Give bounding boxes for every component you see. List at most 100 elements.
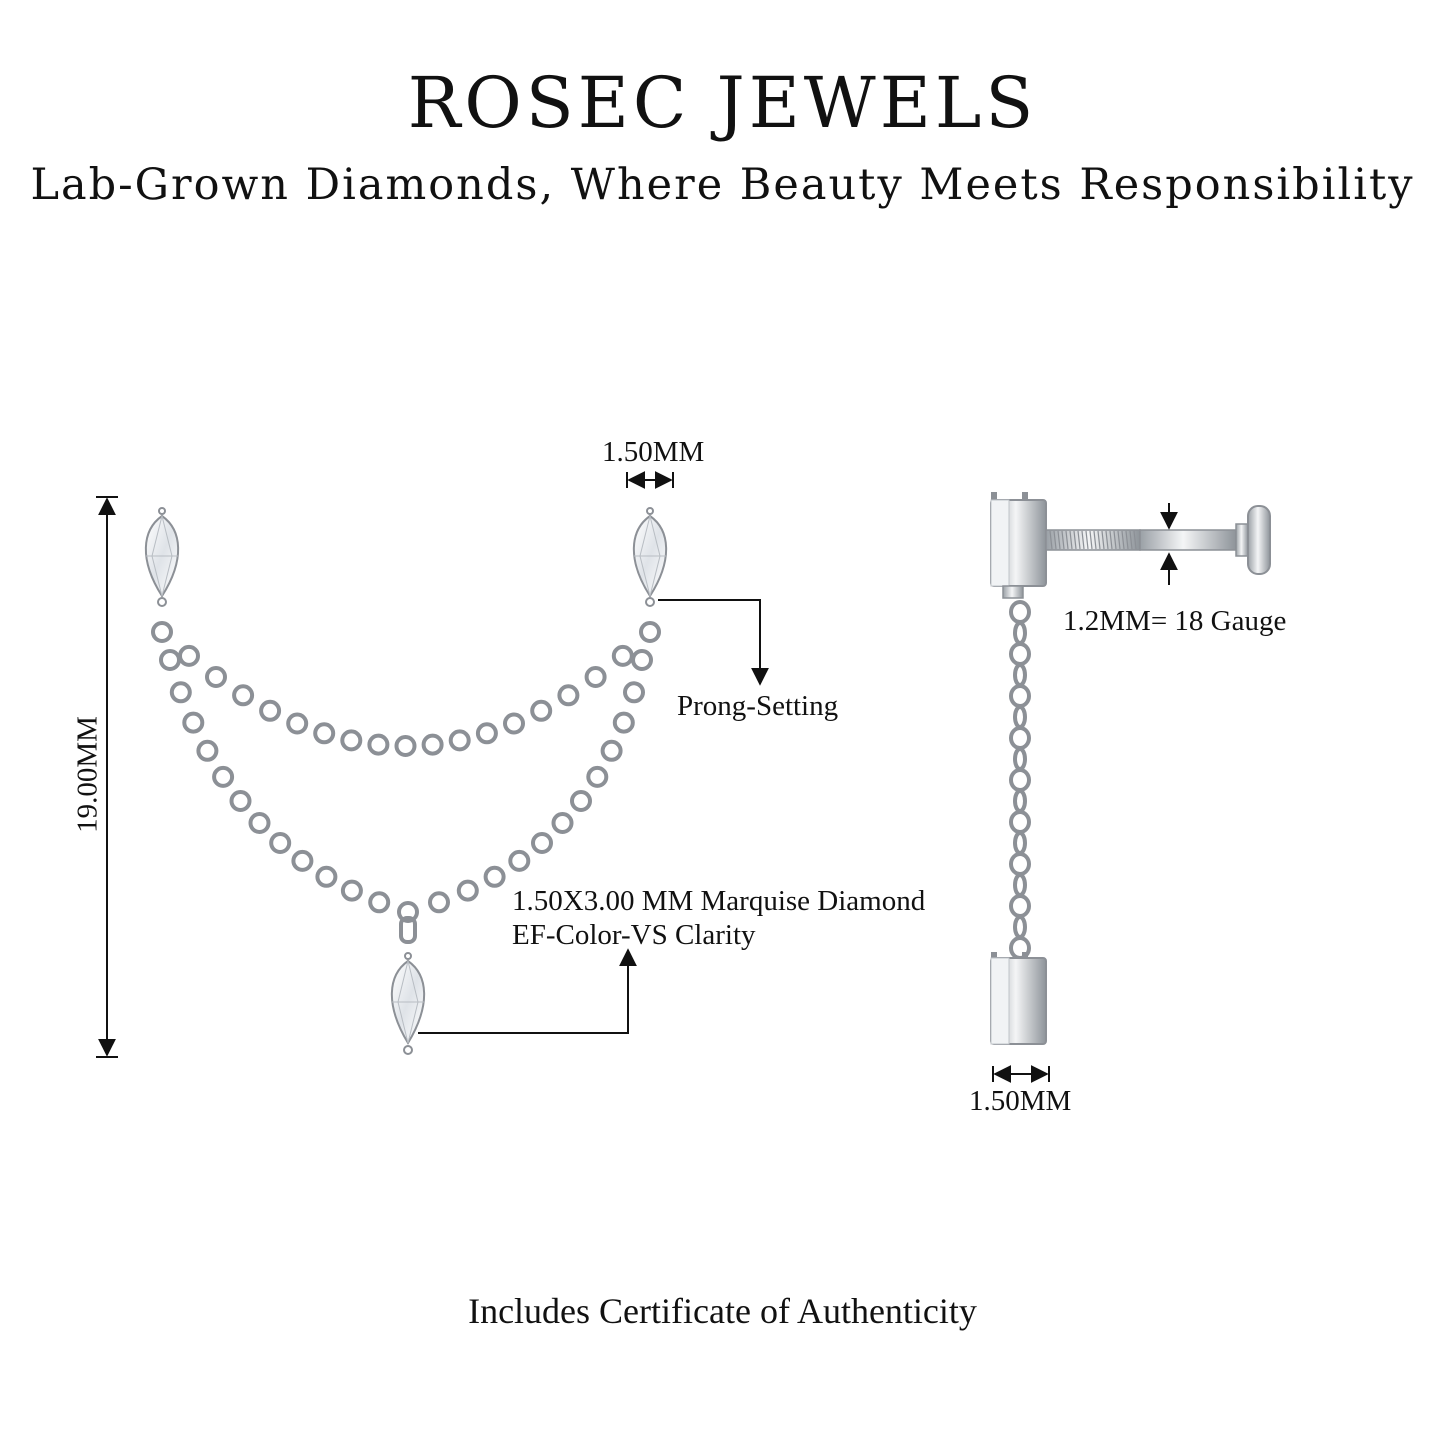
side-chain-link [1009, 642, 1031, 666]
thread-mark [1105, 530, 1109, 550]
chain-link [313, 722, 336, 745]
chain-link [196, 739, 219, 762]
chain-link [531, 832, 553, 854]
chain-link [611, 644, 634, 667]
chain-link [259, 699, 282, 722]
chain-link [631, 649, 653, 671]
side-chain-link [1009, 810, 1031, 834]
chain-link [159, 649, 181, 671]
chain-link [212, 765, 235, 788]
side-chain-link [1013, 705, 1027, 729]
thread-mark [1109, 530, 1113, 550]
chain-link [456, 879, 479, 902]
thread-mark [1133, 530, 1137, 550]
chain-link [269, 832, 292, 854]
chain-link [503, 712, 525, 735]
side-chain-link [1009, 894, 1031, 918]
pendant-marquise-diamond [390, 916, 426, 1055]
right-marquise-diamond [632, 507, 668, 607]
chain-link [639, 621, 661, 643]
side-chain-link [1013, 831, 1027, 855]
thread-mark [1077, 530, 1081, 550]
chain-link [483, 865, 506, 888]
chain-link [586, 765, 609, 788]
chain-link [584, 666, 607, 688]
side-chain-link [1013, 663, 1027, 687]
top-width-label: 1.50MM [602, 436, 705, 468]
gauge-label: 1.2MM= 18 Gauge [1063, 605, 1287, 637]
chain-link [286, 712, 309, 735]
side-chain-link [1013, 873, 1027, 897]
chain-link [428, 891, 450, 914]
chain-link [551, 812, 574, 834]
prong-setting-label: Prong-Setting [677, 690, 839, 722]
chain-link [169, 681, 192, 704]
side-chain-link [1009, 852, 1031, 876]
side-chain-link [1009, 726, 1031, 750]
brand-title: ROSEC JEWELS [407, 62, 1038, 144]
chain-link [367, 733, 390, 756]
thread-mark [1129, 530, 1133, 550]
thread-mark [1081, 530, 1085, 550]
thread-mark [1101, 530, 1105, 550]
height-label: 19.00MM [71, 716, 104, 833]
thread-mark [1065, 530, 1069, 550]
chain-link [232, 684, 255, 707]
chain-link [178, 644, 200, 667]
chain-link [530, 699, 553, 722]
thread-mark [1113, 530, 1117, 550]
height-dimension [96, 496, 118, 1058]
chain-link [508, 849, 531, 872]
side-width-label: 1.50MM [969, 1085, 1072, 1117]
thread-mark [1125, 530, 1129, 550]
thread-mark [1057, 530, 1061, 550]
thread-mark [1121, 530, 1125, 550]
certificate-note: Includes Certificate of Authenticity [468, 1291, 977, 1331]
thread-mark [1053, 530, 1057, 550]
prong-setting-leader [658, 599, 769, 686]
chain-link [612, 711, 635, 734]
chain-link [368, 891, 391, 914]
chain-group [151, 621, 661, 923]
chain-link [182, 711, 205, 734]
side-chain-link [1013, 915, 1027, 939]
side-chain-link [1009, 684, 1031, 708]
thread-mark [1089, 530, 1093, 550]
stone-spec-line2: EF-Color-VS Clarity [512, 919, 756, 951]
diamond-leader [418, 948, 637, 1034]
chain-link [557, 684, 580, 707]
side-chain-link [1013, 621, 1027, 645]
chain-link [448, 729, 471, 752]
chain-link [340, 879, 363, 902]
side-chain-link [1009, 768, 1031, 792]
chain-link [397, 901, 419, 923]
thread-mark [1073, 530, 1077, 550]
thread-mark [1093, 530, 1097, 550]
top-width-dimension [626, 471, 674, 489]
side-chain-link [1009, 600, 1031, 624]
thread-mark [1117, 530, 1121, 550]
chain-link [151, 621, 173, 643]
chain-link [600, 739, 623, 762]
side-chain-link [1013, 789, 1027, 813]
side-width-dimension [992, 1065, 1050, 1083]
chain-link [205, 666, 227, 688]
side-chain-link [1013, 747, 1027, 771]
left-marquise-diamond [144, 507, 180, 607]
tagline: Lab-Grown Diamonds, Where Beauty Meets R… [30, 160, 1415, 210]
thread-mark [1085, 530, 1089, 550]
chain-link [570, 790, 592, 812]
chain-link [475, 722, 498, 745]
chain-link [291, 849, 314, 872]
chain-link [248, 812, 271, 834]
thread-mark [1049, 530, 1053, 550]
chain-link [421, 733, 444, 756]
thread-mark [1069, 530, 1073, 550]
thread-mark [1061, 530, 1065, 550]
chain-link [623, 681, 645, 704]
stone-spec-line1: 1.50X3.00 MM Marquise Diamond [512, 885, 926, 917]
thread-mark [1097, 530, 1101, 550]
chain-link [340, 729, 363, 752]
